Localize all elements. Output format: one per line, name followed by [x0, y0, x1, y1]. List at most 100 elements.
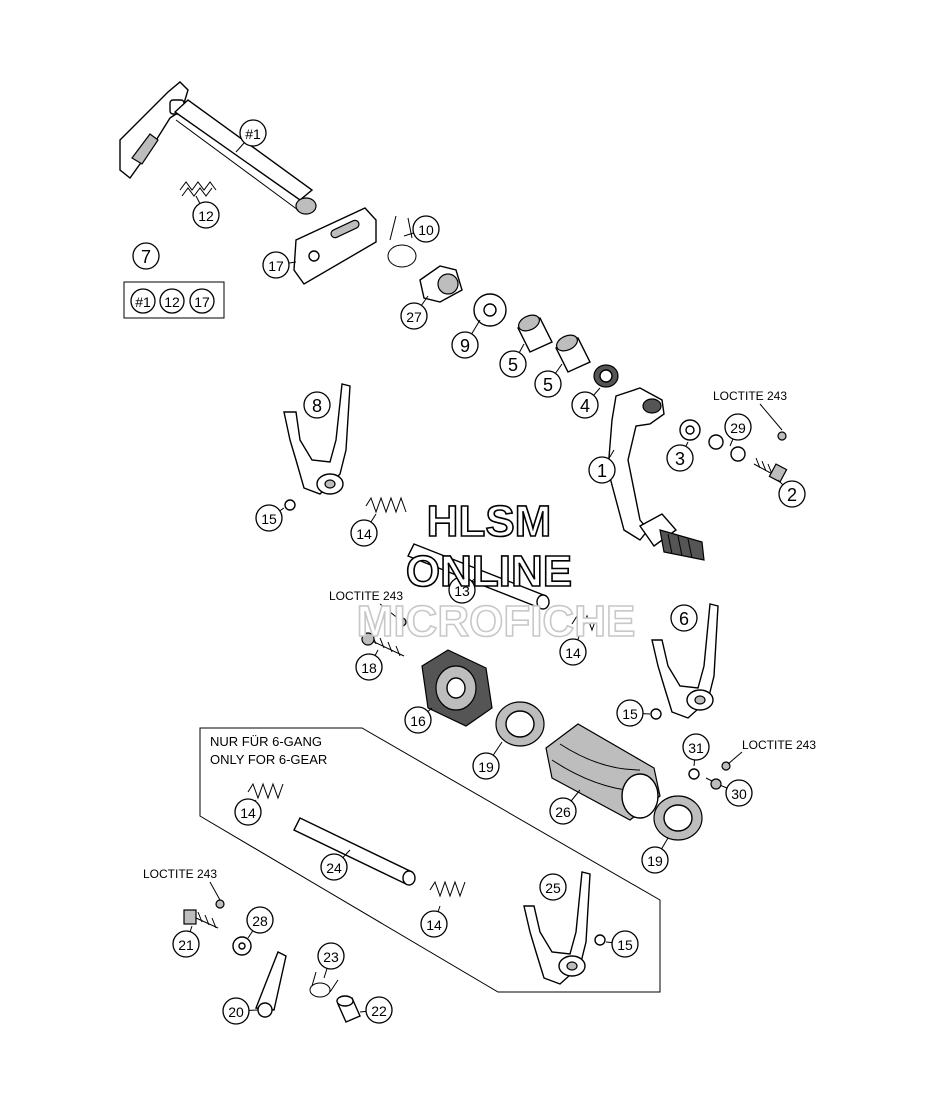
washer-29b-part	[730, 446, 746, 462]
callout-circle	[448, 576, 476, 604]
callout-15a[interactable]: 15	[255, 504, 285, 532]
callout-circle	[616, 699, 644, 727]
callout-7[interactable]: 7	[132, 242, 160, 270]
callout-circle	[320, 853, 348, 881]
callout-circle	[420, 910, 448, 938]
callout-4[interactable]: 4	[571, 387, 601, 419]
shift-drum-26-part	[545, 723, 661, 821]
callout-circle	[189, 288, 215, 314]
callout-circle	[159, 288, 185, 314]
callout-22[interactable]: 22	[359, 996, 393, 1024]
shift-lever-1-part	[607, 387, 705, 561]
loctite-drop-4	[215, 899, 225, 909]
callout-number: 23	[323, 949, 339, 965]
callout-14c[interactable]: 14	[234, 798, 262, 826]
callout-6[interactable]: 6	[670, 604, 698, 632]
callout-circle	[350, 519, 378, 547]
callout-number: 19	[478, 759, 494, 775]
callout-circle	[412, 215, 440, 243]
callout-31[interactable]: 31	[682, 733, 710, 767]
callout-10[interactable]: 10	[403, 215, 440, 243]
callout-19a[interactable]: 19	[472, 741, 503, 780]
callout-17[interactable]: 17	[262, 251, 297, 279]
callout-circle	[262, 251, 290, 279]
bearing-5a-part	[517, 314, 553, 353]
callout-14d[interactable]: 14	[420, 905, 448, 938]
washer-3-hole	[685, 425, 695, 435]
callout-circle	[192, 201, 220, 229]
roller-22-part	[336, 995, 361, 1023]
watermark-line-2: ONLINE	[406, 547, 572, 596]
callout-number: 14	[426, 917, 442, 933]
callout-number: #1	[135, 294, 151, 310]
callout-21[interactable]: 21	[172, 925, 200, 958]
callout-5a[interactable]: 5	[499, 343, 527, 378]
callout-circle	[246, 906, 274, 934]
circlip-10-part	[387, 215, 417, 268]
callout-18[interactable]: 18	[355, 649, 383, 681]
callout-5b[interactable]: 5	[534, 363, 563, 398]
callout-8[interactable]: 8	[303, 391, 331, 419]
bearing-5b-part	[555, 334, 591, 373]
callout-7kit12[interactable]: 12	[159, 288, 185, 314]
lever-17-part	[293, 207, 377, 285]
callout-23[interactable]: 23	[317, 942, 345, 979]
callout-7kit1[interactable]: #1	[130, 288, 156, 314]
callout-number: 22	[371, 1003, 387, 1019]
callout-circle	[611, 930, 639, 958]
callout-1[interactable]: #1	[235, 119, 267, 153]
callout-circle	[571, 391, 599, 419]
callout-circle	[539, 873, 567, 901]
callout-15b[interactable]: 15	[616, 699, 651, 727]
callout-number: 20	[228, 1004, 244, 1020]
callout-24[interactable]: 24	[320, 849, 351, 881]
callout-circle	[239, 119, 267, 147]
callout-7kit17[interactable]: 17	[189, 288, 215, 314]
callout-28[interactable]: 28	[246, 906, 274, 939]
callout-27[interactable]: 27	[400, 295, 429, 330]
callout-circle	[559, 638, 587, 666]
loctite-leader-2	[379, 603, 401, 621]
callout-15c[interactable]: 15	[605, 930, 639, 958]
callout-circle	[725, 779, 753, 807]
spring-14c-part	[247, 782, 284, 800]
callout-12a[interactable]: 12	[192, 195, 220, 229]
callout-1b[interactable]: 1	[588, 449, 616, 484]
callout-number: 19	[647, 853, 663, 869]
callout-circle	[365, 996, 393, 1024]
loctite-leader-1	[759, 403, 783, 431]
callout-number: 13	[454, 583, 470, 599]
screw-30-part	[705, 777, 723, 790]
callout-3[interactable]: 3	[666, 441, 694, 472]
callout-number: 8	[312, 396, 322, 416]
callout-number: 12	[198, 208, 214, 224]
callout-number: 7	[141, 247, 151, 267]
callout-number: 5	[508, 355, 518, 375]
callout-14b[interactable]: 14	[559, 633, 587, 666]
ball-15c-part	[594, 934, 606, 946]
callout-circle	[472, 752, 500, 780]
callout-number: 16	[410, 713, 426, 729]
callout-number: 15	[261, 511, 277, 527]
washer-31-part	[688, 768, 700, 780]
callout-26[interactable]: 26	[549, 789, 581, 825]
callout-9[interactable]: 9	[451, 319, 481, 359]
callout-circle	[641, 846, 669, 874]
callout-number: 14	[565, 645, 581, 661]
callout-circle	[404, 706, 432, 734]
callout-25[interactable]: 25	[539, 873, 567, 901]
callout-19b[interactable]: 19	[641, 837, 669, 874]
callout-circle	[255, 504, 283, 532]
callout-20[interactable]: 20	[222, 997, 259, 1025]
callout-13[interactable]: 13	[448, 573, 481, 604]
callout-number: 26	[555, 804, 571, 820]
callout-2[interactable]: 2	[777, 479, 806, 508]
ball-15b-part	[650, 708, 662, 720]
callout-16[interactable]: 16	[404, 706, 433, 734]
callout-29[interactable]: 29	[724, 413, 752, 447]
shift-fork-25-part	[523, 871, 591, 985]
callout-14a[interactable]: 14	[350, 513, 378, 547]
callout-number: 12	[164, 294, 180, 310]
callout-30[interactable]: 30	[721, 779, 753, 807]
callout-circle	[534, 370, 562, 398]
